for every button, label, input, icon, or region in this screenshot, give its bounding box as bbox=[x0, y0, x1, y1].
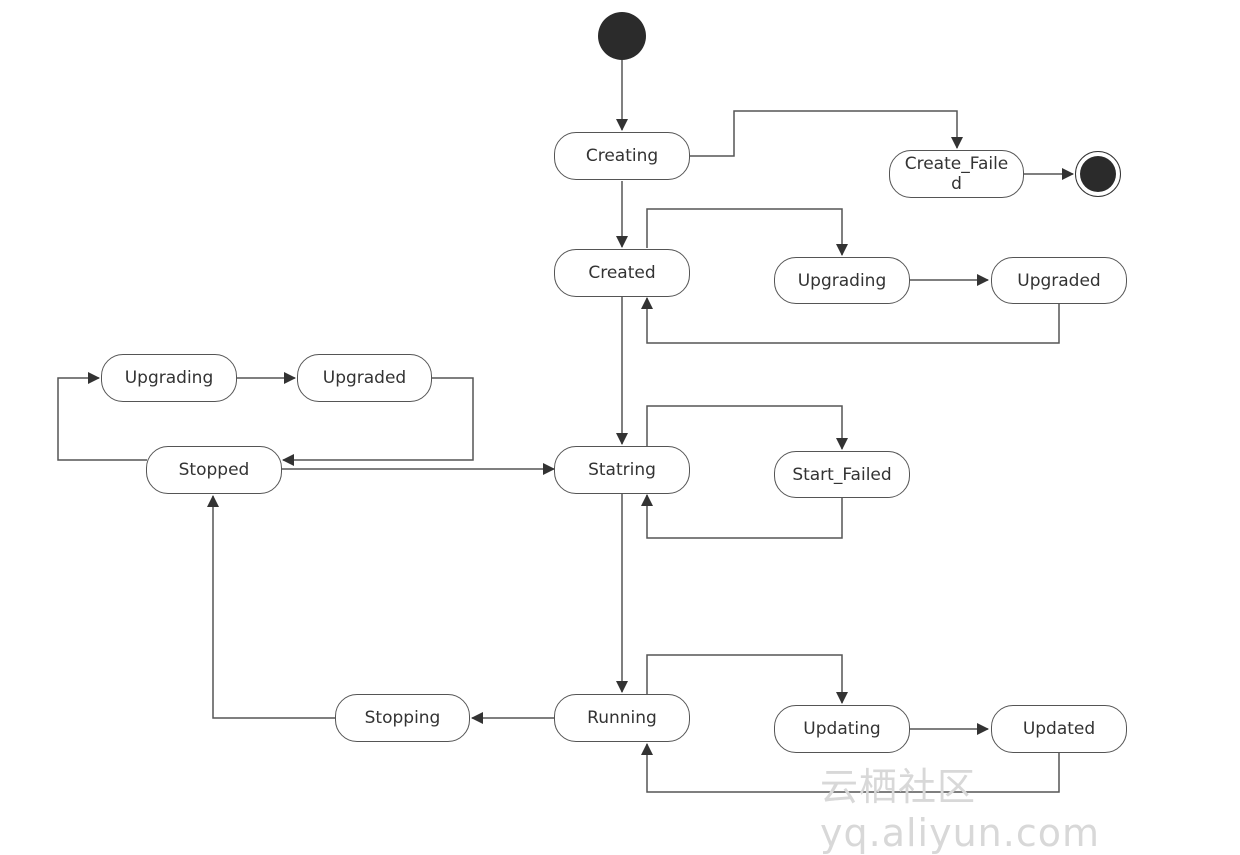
edge-stopping-stopped bbox=[207, 495, 335, 719]
state-upgrading-top: Upgrading bbox=[774, 257, 910, 304]
state-running: Running bbox=[554, 694, 690, 742]
state-upgraded-left: Upgraded bbox=[297, 354, 432, 402]
state-created: Created bbox=[554, 249, 690, 297]
state-start-failed: Start_Failed bbox=[774, 451, 910, 498]
transition-arrows bbox=[57, 60, 1074, 793]
state-stopping: Stopping bbox=[335, 694, 470, 742]
state-updating: Updating bbox=[774, 705, 910, 753]
state-updated: Updated bbox=[991, 705, 1127, 753]
edge-updated-running bbox=[641, 743, 1060, 793]
final-node-inner bbox=[1080, 156, 1116, 192]
state-statring: Statring bbox=[554, 446, 690, 494]
watermark: 云栖社区 yq.aliyun.com bbox=[820, 765, 1100, 855]
edge-created-upgrading bbox=[646, 208, 848, 256]
initial-node bbox=[598, 12, 646, 60]
edge-statring-startfailed bbox=[646, 405, 848, 450]
edge-upgraded-created bbox=[641, 297, 1060, 344]
state-diagram: Creating Create_Failed Created Upgrading… bbox=[57, 12, 1127, 855]
state-upgraded-top: Upgraded bbox=[991, 257, 1127, 304]
final-node bbox=[1075, 151, 1121, 197]
state-stopped: Stopped bbox=[146, 446, 282, 494]
state-upgrading-left: Upgrading bbox=[101, 354, 237, 402]
edge-stopped-upgrading bbox=[57, 372, 147, 461]
edge-creating-createfailed bbox=[690, 110, 963, 157]
edge-running-updating bbox=[646, 654, 848, 704]
edge-startfailed-statring bbox=[641, 494, 843, 539]
edge-upgradedl-stopped bbox=[282, 377, 474, 466]
state-creating: Creating bbox=[554, 132, 690, 180]
state-create-failed: Create_Failed bbox=[889, 150, 1024, 198]
